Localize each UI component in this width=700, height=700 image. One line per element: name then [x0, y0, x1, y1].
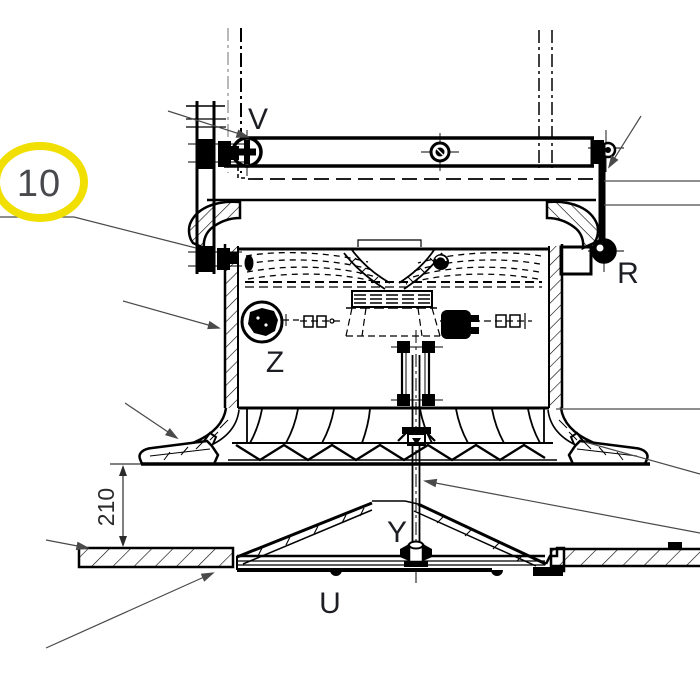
label-y: Y	[387, 516, 407, 549]
balloon-10: 10	[0, 142, 88, 222]
leader-line	[584, 441, 700, 475]
label-u: U	[319, 587, 341, 620]
slab-bolt-right	[491, 570, 503, 576]
dimension-210: 210	[93, 465, 127, 547]
plate-stack	[346, 290, 437, 309]
conical-cover	[236, 500, 566, 576]
label-z: Z	[266, 346, 284, 379]
leader-line	[122, 300, 220, 329]
leader-line	[424, 480, 700, 534]
central-column	[391, 330, 443, 585]
beam-center-bolt	[421, 133, 459, 171]
dimension-210-text: 210	[93, 488, 119, 526]
skirt-truss-zigzag	[235, 443, 546, 462]
cone-hatch-ticks	[257, 507, 525, 562]
right-tie-rod	[559, 143, 624, 276]
leader-lines	[0, 110, 700, 649]
plate-stub	[668, 542, 682, 550]
floor-plate-right	[549, 542, 700, 568]
label-r: R	[617, 257, 639, 290]
floor-plate-left	[77, 546, 235, 569]
swirl-element	[433, 254, 449, 270]
skirt-base	[110, 406, 650, 466]
drive-block	[441, 310, 471, 339]
leader-line	[45, 572, 214, 649]
hub-fitting	[400, 540, 432, 567]
detail-z-assembly	[240, 300, 300, 344]
central-deflector	[343, 249, 443, 290]
cone-base-slab	[236, 554, 545, 572]
wall-port-left	[244, 255, 254, 271]
leader-line	[0, 216, 197, 249]
left-mounting-post	[186, 101, 244, 274]
vessel-left-lip	[187, 200, 242, 251]
vessel-internals	[244, 239, 542, 339]
beam-left-clamp	[231, 130, 263, 179]
post-upper-clamp	[188, 139, 244, 169]
balloon-number: 10	[17, 163, 61, 205]
skirt-left-flare	[138, 407, 240, 466]
balloon-highlight-ring	[0, 142, 88, 222]
pipe-centerlines	[227, 28, 553, 173]
skirt-ribs	[246, 408, 545, 444]
part-labels: V R Z Y U	[248, 103, 639, 620]
slab-bolt-left	[330, 570, 342, 576]
leader-line	[167, 110, 247, 137]
detail-z-part	[248, 308, 278, 336]
shaft-clamp	[397, 427, 436, 446]
label-v: V	[248, 103, 268, 136]
vessel-body	[187, 200, 600, 408]
support-beam	[207, 130, 624, 202]
